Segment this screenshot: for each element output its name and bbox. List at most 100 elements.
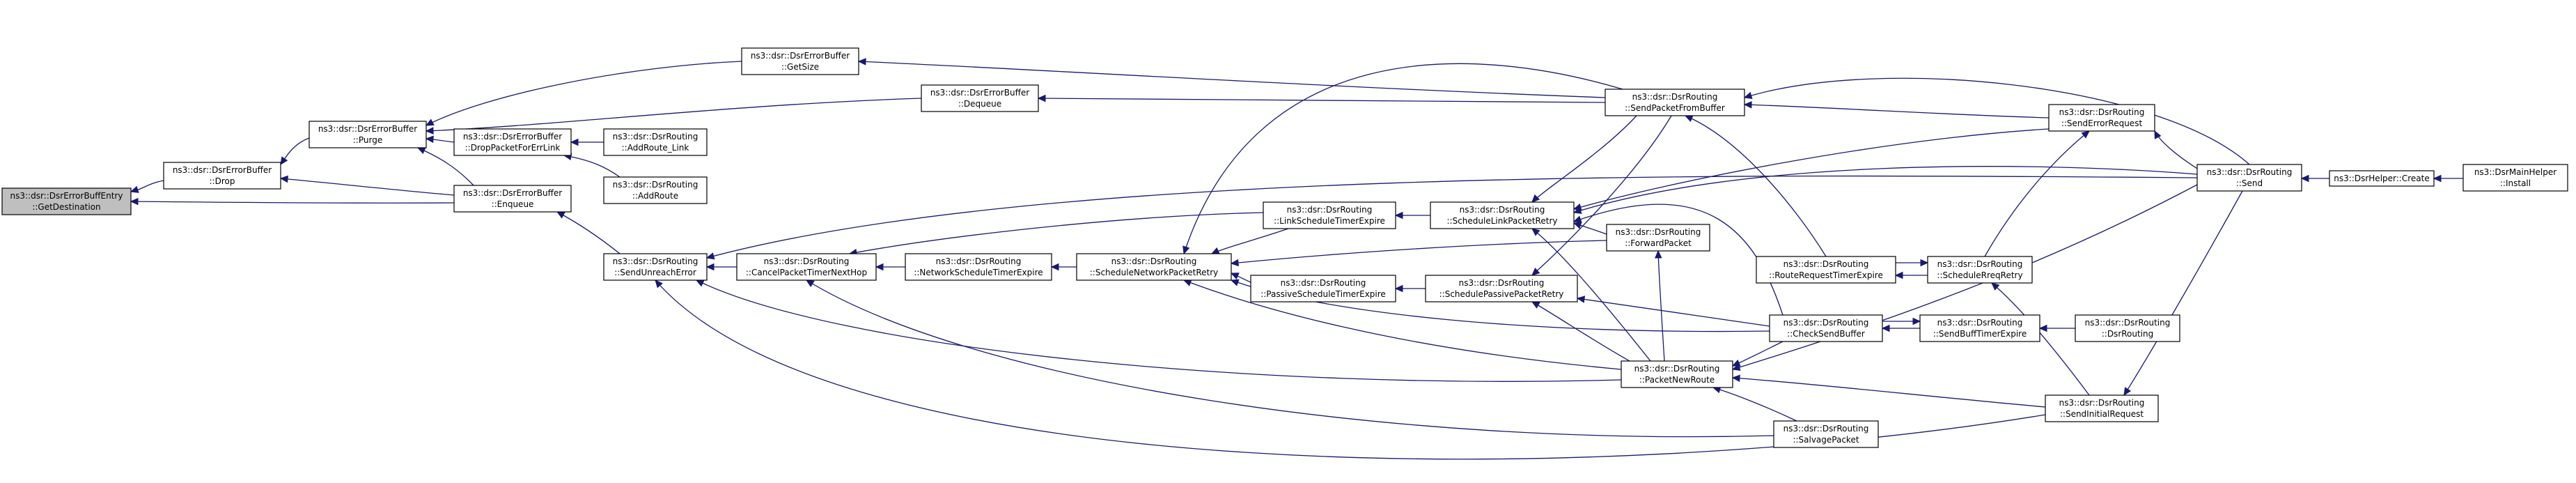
node-line2: ::ForwardPacket — [1625, 238, 1692, 248]
edge-sendfrombuf-to-getsize — [857, 58, 1606, 98]
edge-arrowhead — [425, 118, 435, 126]
node-line1: ns3::dsr::DsrErrorBuffer — [318, 124, 417, 134]
node-add-route-link[interactable]: ns3::dsr::DsrRouting ::AddRoute_Link — [603, 128, 708, 156]
edge-arrowhead — [1531, 194, 1540, 203]
edge-canceltimer-to-sendunreach — [705, 263, 737, 271]
node-line2: ::Drop — [210, 176, 235, 186]
node-route-request-timer[interactable]: ns3::dsr::DsrRouting ::RouteRequestTimer… — [1756, 256, 1896, 284]
node-passive-schedule-timer[interactable]: ns3::dsr::DsrRouting ::PassiveScheduleTi… — [1250, 275, 1396, 302]
node-network-schedule-timer[interactable]: ns3::dsr::DsrRouting ::NetworkScheduleTi… — [905, 253, 1052, 281]
edge-dsrrouting-to-sendbuff — [2038, 324, 2075, 332]
edge-arrowhead — [1050, 263, 1059, 271]
node-send-buff-timer[interactable]: ns3::dsr::DsrRouting ::SendBuffTimerExpi… — [1919, 314, 2040, 342]
edge-arrowhead — [875, 263, 884, 271]
node-line1: ns3::dsr::DsrRouting — [1281, 278, 1366, 288]
node-line2: ::AddRoute_Link — [622, 143, 689, 153]
node-line2: ::GetSize — [781, 62, 819, 72]
edge-arrowhead — [1743, 91, 1753, 99]
node-line2: ::DsrRouting — [2102, 329, 2154, 339]
node-link-schedule-timer[interactable]: ns3::dsr::DsrRouting ::LinkScheduleTimer… — [1263, 201, 1396, 229]
edge-routereq-to-schedreq — [1896, 259, 1929, 267]
edge-sendfrombuf-to-schedpass — [1531, 115, 1672, 276]
node-line2: ::SendUnreachError — [614, 268, 696, 277]
node-line1: ns3::dsr::DsrRouting — [2207, 167, 2293, 177]
edge-addroute-to-droppacket — [563, 153, 620, 178]
node-line2: ::Dequeue — [958, 99, 1001, 109]
edge-arrowhead — [1572, 204, 1582, 211]
function-nodes: ns3::dsr::DsrErrorBuffEntry ::GetDestina… — [1, 47, 2568, 448]
edge-arrowhead — [1731, 359, 1741, 367]
edge-arrowhead — [416, 147, 426, 155]
edge-arrowhead — [1037, 94, 1046, 102]
edge-arrowhead — [1182, 279, 1192, 286]
node-get-size[interactable]: ns3::dsr::DsrErrorBuffer ::GetSize — [741, 47, 859, 75]
edge-droppacket-to-purge — [425, 135, 455, 144]
node-get-destination[interactable]: ns3::dsr::DsrErrorBuffEntry ::GetDestina… — [1, 187, 132, 215]
node-forward-packet[interactable]: ns3::dsr::DsrRouting ::ForwardPacket — [1606, 224, 1710, 252]
edge-arrowhead — [1743, 101, 1752, 109]
edge-packetnew-to-schedlink — [1531, 228, 1651, 362]
edge-dequeue-to-purge — [425, 98, 922, 135]
edge-arrowhead — [857, 58, 866, 66]
node-schedule-network-packet-retry[interactable]: ns3::dsr::DsrRouting ::ScheduleNetworkPa… — [1076, 253, 1232, 281]
node-dsr-helper-create[interactable]: ns3::DsrHelper::Create — [2329, 170, 2435, 187]
edge-schedreq-to-routereq — [1894, 271, 1928, 279]
node-send-unreach-error[interactable]: ns3::dsr::DsrRouting ::SendUnreachError — [603, 253, 708, 281]
node-line1: ns3::dsr::DsrRouting — [764, 256, 850, 266]
node-line1: ns3::dsr::DsrErrorBuffer — [173, 165, 272, 175]
edge-salvage-to-canceltimer — [805, 279, 1774, 438]
node-line2: ::LinkScheduleTimerExpire — [1274, 216, 1385, 226]
edge-netsched-to-canceltimer — [875, 263, 905, 271]
node-dequeue[interactable]: ns3::dsr::DsrErrorBuffer ::Dequeue — [921, 84, 1039, 112]
node-drop[interactable]: ns3::dsr::DsrErrorBuffer ::Drop — [163, 162, 281, 190]
edge-sendfrombuf-to-dequeue — [1037, 94, 1606, 103]
node-line1: ns3::dsr::DsrRouting — [2059, 398, 2145, 408]
edge-arrowhead — [2081, 130, 2090, 139]
node-line2: ::ScheduleLinkPacketRetry — [1447, 216, 1558, 226]
node-packet-new-route[interactable]: ns3::dsr::DsrRouting ::PacketNewRoute — [1621, 360, 1733, 388]
edge-sendfrombuf-to-schedlink — [1531, 115, 1637, 203]
node-line1: ns3::dsr::DsrRouting — [2085, 318, 2171, 328]
node-line1: ns3::dsr::DsrErrorBuffer — [930, 88, 1029, 98]
node-enqueue[interactable]: ns3::dsr::DsrErrorBuffer ::Enqueue — [453, 185, 572, 213]
node-send-initial-request[interactable]: ns3::dsr::DsrRouting ::SendInitialReques… — [2045, 394, 2159, 422]
node-line1: ns3::dsr::DsrRouting — [1937, 259, 2023, 269]
node-schedule-passive-packet-retry[interactable]: ns3::dsr::DsrRouting ::SchedulePassivePa… — [1425, 275, 1578, 302]
node-cancel-packet-timer[interactable]: ns3::dsr::DsrRouting ::CancelPacketTimer… — [736, 253, 877, 281]
edge-arrowhead — [2038, 324, 2047, 332]
node-line1: ns3::dsr::DsrRouting — [613, 132, 698, 141]
node-purge[interactable]: ns3::dsr::DsrErrorBuffer ::Purge — [309, 121, 427, 148]
node-line1: ns3::dsr::DsrRouting — [1616, 227, 1701, 237]
node-line1: ns3::dsr::DsrErrorBuffEntry — [10, 191, 123, 201]
edge-arrowhead — [1655, 250, 1662, 259]
edge-arrowhead — [1881, 324, 1890, 332]
node-dsr-routing[interactable]: ns3::dsr::DsrRouting ::DsrRouting — [2075, 314, 2180, 342]
node-line1: ns3::dsr::DsrRouting — [1634, 364, 1720, 374]
edge-passsched-to-schednet — [1230, 273, 1251, 283]
edge-schedpass-to-passsched — [1394, 284, 1426, 293]
edge-arrowhead — [1991, 282, 2000, 291]
node-line2: ::NetworkScheduleTimerExpire — [914, 268, 1043, 277]
node-send-packet-from-buffer[interactable]: ns3::dsr::DsrRouting ::SendPacketFromBuf… — [1605, 89, 1745, 116]
node-send-error-request[interactable]: ns3::dsr::DsrRouting ::SendErrorRequest — [2048, 104, 2155, 132]
node-salvage-packet[interactable]: ns3::dsr::DsrRouting ::SalvagePacket — [1773, 420, 1879, 448]
edge-linksched-to-schednet — [1210, 228, 1289, 254]
node-line1: ns3::dsr::DsrRouting — [613, 256, 698, 266]
node-drop-packet-for-err-link[interactable]: ns3::dsr::DsrErrorBuffer ::DropPacketFor… — [453, 128, 572, 156]
node-line2: ::CheckSendBuffer — [1787, 329, 1865, 339]
edge-arrowhead — [556, 211, 565, 219]
node-dsr-main-helper-install[interactable]: ns3::DsrMainHelper ::Install — [2462, 164, 2568, 192]
edge-schedreq-to-senderr — [1984, 130, 2090, 257]
edge-arrowhead — [279, 175, 288, 183]
node-line1: ns3::dsr::DsrRouting — [1632, 92, 1718, 102]
node-line2: ::CancelPacketTimerNextHop — [746, 268, 867, 277]
node-send[interactable]: ns3::dsr::DsrRouting ::Send — [2196, 164, 2302, 192]
node-schedule-link-packet-retry[interactable]: ns3::dsr::DsrRouting ::ScheduleLinkPacke… — [1430, 201, 1575, 229]
node-schedule-rreq-retry[interactable]: ns3::dsr::DsrRouting ::ScheduleRreqRetry — [1927, 256, 2033, 284]
node-check-send-buffer[interactable]: ns3::dsr::DsrRouting ::CheckSendBuffer — [1769, 314, 1883, 342]
node-add-route[interactable]: ns3::dsr::DsrRouting ::AddRoute — [603, 176, 708, 204]
edge-arrowhead — [805, 279, 815, 287]
edge-send-to-schedlink — [1572, 166, 2198, 214]
edge-checksend-to-sendbuff — [1882, 317, 1921, 325]
